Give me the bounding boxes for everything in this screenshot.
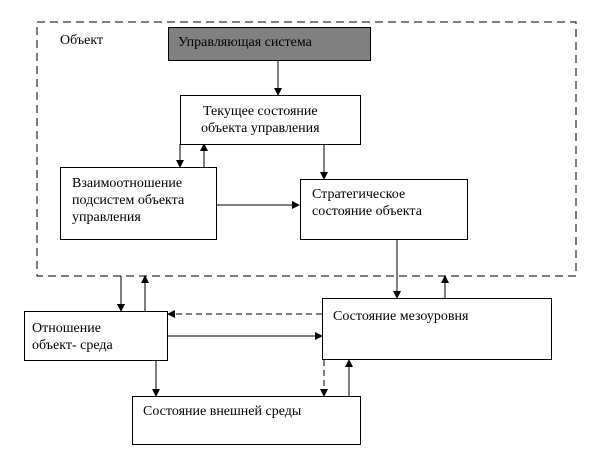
- external-env-box: Состояние внешней среды: [132, 396, 361, 445]
- relation-env-label: Отношение объект- среда: [32, 321, 113, 353]
- control-system-box: Управляющая система: [168, 27, 371, 61]
- meso-state-label: Состояние мезоуровня: [333, 309, 469, 324]
- meso-state-box: Состояние мезоуровня: [322, 298, 552, 360]
- current-state-box: Текущее состояние объекта управления: [180, 95, 361, 145]
- relation-env-box: Отношение объект- среда: [24, 311, 168, 361]
- control-system-label: Управляющая система: [178, 35, 312, 50]
- interrelation-label: Взаимоотношение подсистем объекта управл…: [72, 176, 185, 225]
- external-env-label: Состояние внешней среды: [143, 404, 302, 419]
- strategic-state-box: Стратегическое состояние объекта: [300, 179, 468, 240]
- object-label: Объект: [60, 33, 104, 48]
- interrelation-box: Взаимоотношение подсистем объекта управл…: [60, 167, 217, 240]
- strategic-state-label: Стратегическое состояние объекта: [312, 187, 422, 219]
- current-state-label: Текущее состояние объекта управления: [201, 104, 320, 136]
- object-boundary: [36, 21, 577, 277]
